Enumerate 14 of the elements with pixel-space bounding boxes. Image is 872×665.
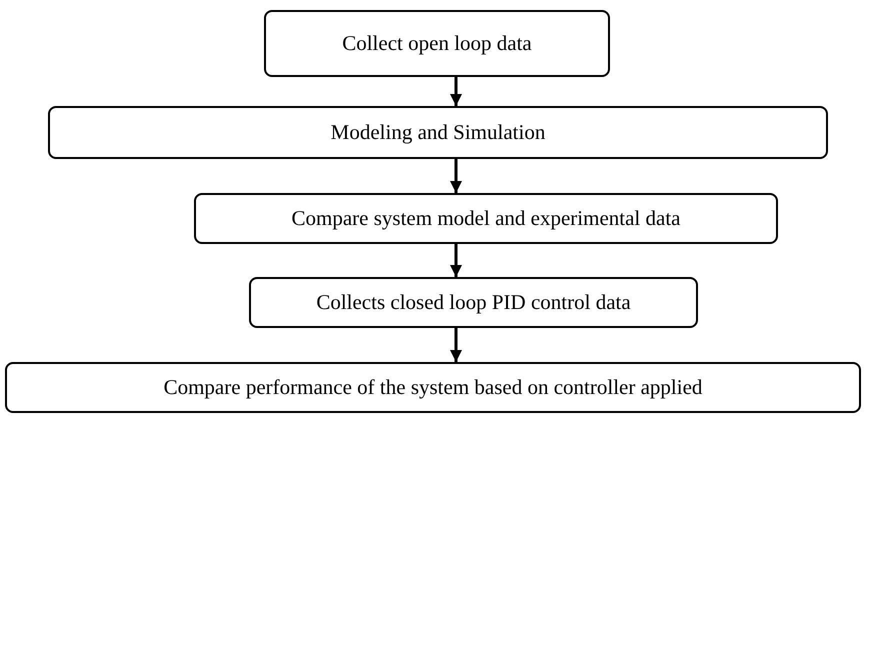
process-box bbox=[48, 106, 828, 159]
process-box bbox=[5, 362, 861, 413]
arrow bbox=[450, 328, 462, 362]
step-text: Collect open loop data bbox=[342, 31, 532, 56]
arrow bbox=[450, 77, 462, 106]
step-text: Modeling and Simulation bbox=[330, 120, 546, 145]
process-box bbox=[249, 277, 698, 328]
step-text: Compare performance of the system based on controller applied bbox=[164, 375, 702, 400]
step-text: Compare system model and experimental data bbox=[292, 206, 680, 231]
step-text: Collects closed loop PID control data bbox=[316, 290, 631, 315]
process-box bbox=[194, 193, 778, 244]
process-box bbox=[264, 10, 610, 77]
arrow bbox=[450, 159, 462, 193]
arrow bbox=[450, 244, 462, 277]
